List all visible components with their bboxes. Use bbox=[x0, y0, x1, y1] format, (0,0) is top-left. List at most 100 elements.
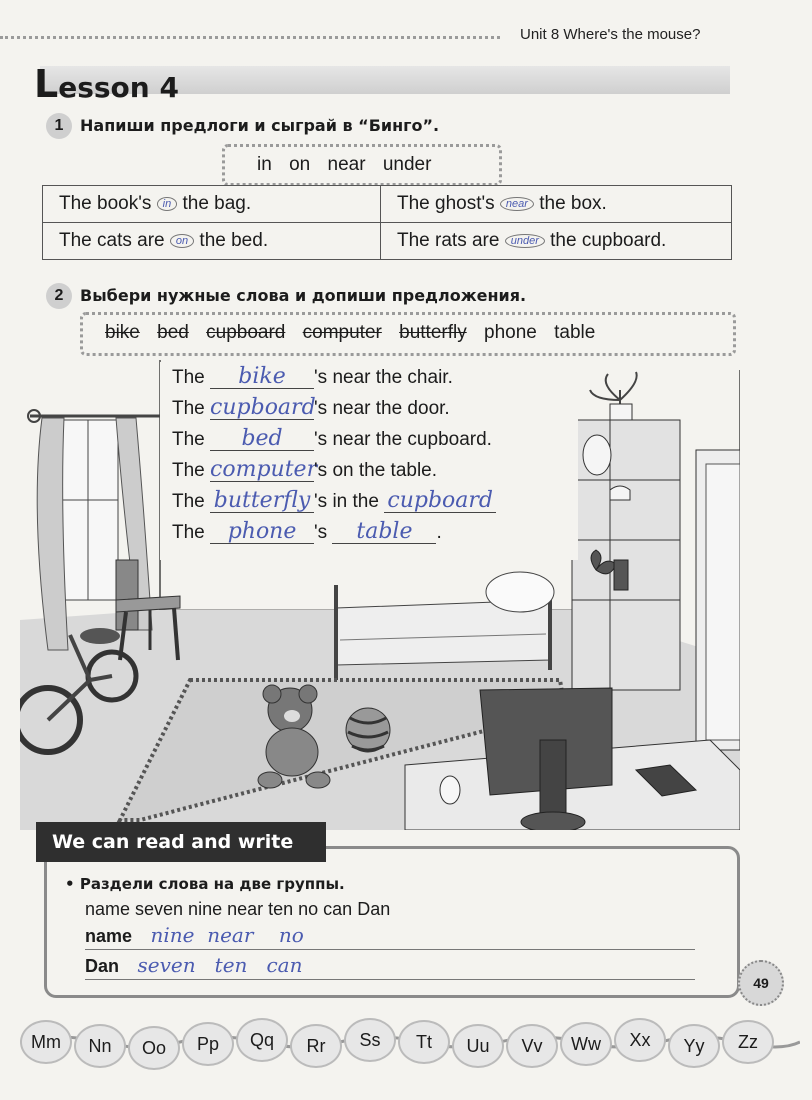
chair-icon bbox=[115, 559, 181, 661]
word-computer: computer bbox=[302, 322, 382, 343]
exercise-1-instruction: Напиши предлоги и сыграй в “Бинго”. bbox=[80, 116, 440, 135]
sentence-text: The rats are bbox=[397, 230, 500, 251]
handwritten-answer: under bbox=[504, 233, 545, 248]
sentence-text: The bbox=[172, 398, 205, 419]
sentence-text: The book's bbox=[59, 193, 152, 214]
exercise-2-instruction: Выбери нужные слова и допиши предложения… bbox=[80, 286, 527, 305]
letter-mm: Mm bbox=[20, 1020, 72, 1064]
answer-blank: cupboard bbox=[210, 395, 316, 420]
sentence-text: 's near the cupboard. bbox=[314, 429, 492, 450]
carpet-icon bbox=[116, 678, 568, 822]
header-dotted-rule bbox=[0, 36, 500, 39]
exercise-1-table: The book's in the bag. The ghost's near … bbox=[42, 185, 732, 260]
group-1-answer: nine near no bbox=[150, 923, 304, 947]
lesson-title-rest: esson 4 bbox=[58, 71, 179, 104]
word-table: table bbox=[554, 322, 596, 343]
word-bed: bed bbox=[157, 322, 189, 343]
table-cell: The ghost's near the box. bbox=[380, 185, 732, 223]
handwritten-answer: near bbox=[499, 196, 534, 211]
sentence-text: 's on the table. bbox=[314, 460, 438, 481]
teddy-bear-icon bbox=[257, 684, 331, 789]
word-under: under bbox=[382, 154, 432, 175]
sentences-panel: The bike's near the chair. The cupboard'… bbox=[160, 362, 578, 560]
sentence-text: the bed. bbox=[199, 230, 269, 251]
sentence-5: The butterfly's in the cupboard bbox=[160, 486, 578, 517]
door-icon bbox=[695, 449, 740, 751]
sentence-3: The bed's near the cupboard. bbox=[160, 424, 578, 455]
table-row: The cats are on the bed. The rats are un… bbox=[42, 222, 732, 260]
sentence-1: The bike's near the chair. bbox=[160, 362, 578, 393]
answer-blank: bed bbox=[210, 428, 315, 451]
sentence-text: 's in the bbox=[314, 491, 379, 512]
window-icon bbox=[27, 409, 160, 651]
exercise-2-number: 2 bbox=[46, 283, 72, 309]
sentence-text: 's bbox=[314, 522, 328, 543]
letter-vv: Vv bbox=[506, 1024, 558, 1068]
word-butterfly: butterfly bbox=[399, 322, 467, 343]
word-near: near bbox=[327, 154, 366, 175]
phone-icon bbox=[634, 764, 698, 797]
lesson-first-letter: L bbox=[34, 62, 59, 106]
read-write-words: name seven nine near ten no can Dan bbox=[85, 899, 391, 919]
bed-icon bbox=[334, 571, 555, 680]
sentence-text: 's near the door. bbox=[314, 398, 450, 419]
letter-ww: Ww bbox=[560, 1022, 612, 1066]
sentence-text: . bbox=[436, 522, 442, 543]
letter-nn: Nn bbox=[74, 1024, 126, 1068]
computer-icon bbox=[479, 687, 613, 830]
page-number: 49 bbox=[738, 960, 784, 1006]
group-1-label: name bbox=[85, 926, 133, 946]
answer-blank: bike bbox=[210, 366, 315, 389]
sentence-text: The bbox=[172, 522, 205, 543]
sentence-text: The bbox=[172, 491, 205, 512]
exercise-2-words: bike bed cupboard computer butterfly pho… bbox=[83, 315, 733, 344]
unit-title: Unit 8 Where's the mouse? bbox=[520, 26, 701, 43]
alphabet-strip: Mm Nn Oo Pp Qq Rr Ss Tt Uu Vv Ww Xx Yy Z… bbox=[20, 1018, 800, 1070]
letter-uu: Uu bbox=[452, 1024, 504, 1068]
word-bike: bike bbox=[105, 322, 140, 343]
group-2-answer: seven ten can bbox=[137, 953, 303, 977]
instruction-text: Раздели слова на две группы. bbox=[79, 875, 345, 893]
group-2-label: Dan bbox=[85, 956, 120, 976]
exercise-2-word-box: bike bed cupboard computer butterfly pho… bbox=[80, 312, 736, 356]
group-1-line: name nine near no bbox=[85, 923, 695, 950]
word-on: on bbox=[289, 154, 311, 175]
sentence-text: The bbox=[172, 367, 205, 388]
sentence-text: the bag. bbox=[182, 193, 252, 214]
word-in: in bbox=[257, 154, 272, 175]
sentence-text: The ghost's bbox=[397, 193, 495, 214]
answer-blank: computer bbox=[210, 457, 318, 482]
bullet: • bbox=[65, 875, 75, 893]
answer-blank: butterfly bbox=[210, 490, 315, 513]
table-cell: The book's in the bag. bbox=[42, 185, 381, 223]
lesson-title: Lesson 4 bbox=[34, 62, 179, 106]
sentence-6: The phone's table. bbox=[160, 517, 578, 548]
sentence-text: the box. bbox=[539, 193, 607, 214]
letter-xx: Xx bbox=[614, 1018, 666, 1062]
unit-header: Unit 8 Where's the mouse? bbox=[0, 26, 760, 48]
word-phone: phone bbox=[484, 322, 537, 343]
letter-ss: Ss bbox=[344, 1018, 396, 1062]
exercise-1-words: in on near under bbox=[225, 147, 499, 176]
table-cell: The cats are on the bed. bbox=[42, 222, 381, 260]
answer-blank: table bbox=[332, 521, 437, 544]
letter-qq: Qq bbox=[236, 1018, 288, 1062]
letter-pp: Pp bbox=[182, 1022, 234, 1066]
handwritten-answer: on bbox=[169, 233, 195, 248]
answer-blank: phone bbox=[210, 521, 315, 544]
read-write-box: • Раздели слова на две группы. name seve… bbox=[44, 846, 740, 998]
cupboard-icon bbox=[571, 371, 681, 691]
lesson-band bbox=[40, 66, 730, 94]
letter-oo: Oo bbox=[128, 1026, 180, 1070]
word-cupboard: cupboard bbox=[206, 322, 286, 343]
sentence-text: the cupboard. bbox=[550, 230, 667, 251]
handwritten-answer: in bbox=[156, 196, 178, 211]
group-2-line: Dan seven ten can bbox=[85, 953, 695, 980]
letter-zz: Zz bbox=[722, 1020, 774, 1064]
table-row: The book's in the bag. The ghost's near … bbox=[42, 185, 732, 223]
sentence-text: 's near the chair. bbox=[314, 367, 453, 388]
sentence-2: The cupboard's near the door. bbox=[160, 393, 578, 424]
sentence-4: The computer's on the table. bbox=[160, 455, 578, 486]
table-cell: The rats are under the cupboard. bbox=[380, 222, 732, 260]
sentence-text: The bbox=[172, 460, 205, 481]
